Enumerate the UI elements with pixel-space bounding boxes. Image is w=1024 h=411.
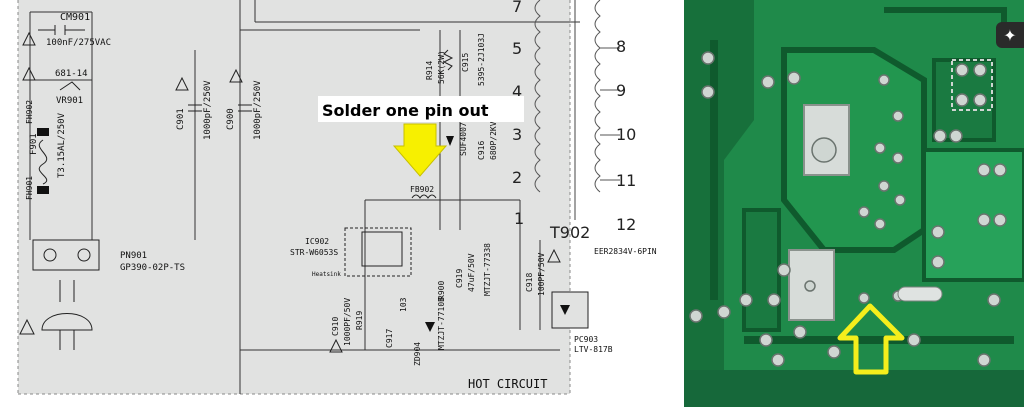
label-pc903: PC903 <box>574 335 598 344</box>
optocoupler-pc903 <box>551 291 589 329</box>
transformer-pin-3: 3 <box>512 125 522 144</box>
label-c910-value: 1000PF/50V <box>343 298 352 346</box>
label-r914-value: 56K(2W) <box>437 50 446 84</box>
label-zd904-value: MTZJT-7710B <box>437 297 446 350</box>
warning-icon <box>229 68 243 83</box>
transformer-pin-12: 12 <box>616 215 636 234</box>
label-zd904: ZD904 <box>413 342 422 366</box>
transformer-pin-10: 10 <box>616 125 636 144</box>
label-fh902: FH902 <box>25 100 34 124</box>
label-f901: F901 <box>29 133 39 155</box>
transformer-pin-5: 5 <box>512 39 522 58</box>
sparkle-icon[interactable]: ✦ <box>996 22 1024 48</box>
pcb-photo-graphic <box>684 0 1024 407</box>
ic902-outline <box>344 227 412 277</box>
warning-icon <box>19 318 35 335</box>
label-heatsink: Heatsink <box>312 271 341 278</box>
warning-icon <box>22 31 36 46</box>
hot-circuit-area <box>18 0 570 394</box>
transformer-pin-1: 1 <box>514 209 524 228</box>
label-vr901: VR901 <box>56 96 83 106</box>
transformer-part-number: EER2834V-6PIN <box>594 247 657 256</box>
label-c919: C919 <box>455 269 464 288</box>
transformer-secondary-winding <box>594 0 620 193</box>
label-r900: R900 <box>437 281 446 300</box>
label-c915-value: 5395-2J103J <box>477 33 486 86</box>
label-ic902: IC902 <box>305 237 329 246</box>
transformer-primary-winding <box>534 0 541 193</box>
fuse-holder-fh901 <box>37 186 49 194</box>
label-f901-value: T3.15AL/250V <box>57 112 67 178</box>
transformer-pin-2: 2 <box>512 168 522 187</box>
power-plug-icon <box>41 280 93 350</box>
label-c919-value: 47uF/50V <box>467 253 476 292</box>
warning-icon <box>329 338 343 353</box>
label-c915: C915 <box>461 53 470 72</box>
capacitor-c900 <box>238 104 252 112</box>
label-r919: R919 <box>355 311 364 330</box>
transformer-label: T902 <box>549 223 590 242</box>
warning-icon <box>22 66 36 81</box>
capacitor-cm901 <box>38 25 85 35</box>
callout-background <box>318 96 524 122</box>
label-fh901: FH901 <box>25 176 34 200</box>
transformer-pin-9: 9 <box>616 81 626 100</box>
label-c917-value: 103 <box>399 297 408 312</box>
fuse-f901 <box>38 139 48 185</box>
resistor-r914 <box>442 49 454 71</box>
label-c918: C918 <box>525 273 534 292</box>
label-c901-value: 1000pF/250V <box>203 80 213 140</box>
pcb-photo: ✦ <box>684 0 1024 407</box>
wires <box>29 0 580 394</box>
label-cm901-value: 100nF/275VAC <box>46 38 111 48</box>
ferrite-bead-fb902 <box>411 194 437 199</box>
transformer-pin-8: 8 <box>616 37 626 56</box>
label-pn901-part: GP390-02P-TS <box>120 263 185 273</box>
callout-text: Solder one pin out <box>322 101 489 120</box>
label-c916: C916 <box>477 141 486 160</box>
label-c900-value: 1000pF/250V <box>253 80 263 140</box>
ic902-chip <box>361 231 403 267</box>
label-c900: C900 <box>226 108 236 130</box>
connector-pn901 <box>32 239 100 271</box>
label-ic902-part: STR-W6053S <box>290 248 338 257</box>
label-c918-value: 100PF/50V <box>537 252 546 296</box>
warning-icon <box>175 76 189 91</box>
label-zd901: MTZJT-77338 <box>483 243 492 296</box>
warning-triangle-icons <box>19 31 561 353</box>
fuse-holder-fh902 <box>37 128 49 136</box>
label-pc903-part: LTV-817B <box>574 345 613 354</box>
yellow-arrow-down-icon <box>392 123 448 177</box>
hot-circuit-label: HOT CIRCUIT <box>468 377 547 391</box>
label-c916-value: 680P/2KV <box>489 121 498 160</box>
label-c910: C910 <box>331 317 340 336</box>
label-suf4007: SUF4007 <box>459 122 468 156</box>
warning-icon <box>547 248 561 263</box>
label-pn901: PN901 <box>120 251 147 261</box>
transformer-pin-7: 7 <box>512 0 522 16</box>
transformer-pin-11: 11 <box>616 171 636 190</box>
diode-suf4007 <box>446 136 454 146</box>
varistor-vr901 <box>59 81 81 91</box>
capacitor-c901 <box>188 104 202 112</box>
yellow-arrow-up-icon <box>837 303 905 375</box>
label-c901: C901 <box>176 108 186 130</box>
label-cm901: CM901 <box>60 12 90 23</box>
schematic-diagram: CM901 100nF/275VAC 681-14 VR901 FH902 F9… <box>17 0 657 395</box>
transformer-pin-4: 4 <box>512 82 522 101</box>
label-r914: R914 <box>425 61 434 80</box>
label-vr901-part: 681-14 <box>55 69 88 79</box>
zener-zd904 <box>425 322 435 332</box>
label-fb902: FB902 <box>410 185 434 194</box>
label-c917: C917 <box>385 329 394 348</box>
